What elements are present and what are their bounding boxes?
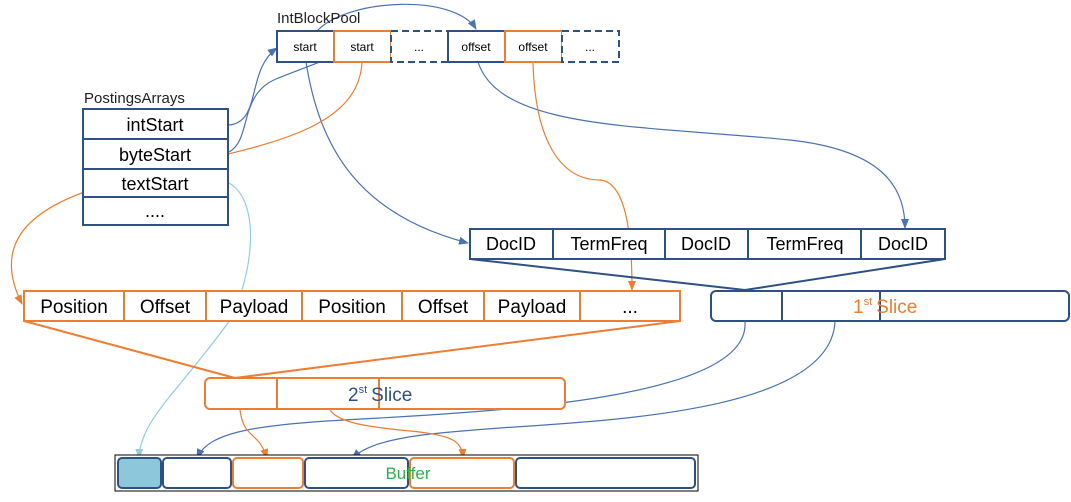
- pos-cell-4-label: Position: [318, 297, 386, 318]
- doc-cell-1-label: DocID: [486, 234, 536, 254]
- slice1-superscript: st: [864, 296, 873, 308]
- postings-row-ellipsis: [82, 196, 229, 226]
- funnel-doc-left: [469, 258, 746, 291]
- postings-row-intstart-label: intStart: [126, 115, 183, 135]
- pool-cell-start-1: [276, 30, 335, 63]
- postingsarrays: intStart byteStart textStart ....: [82, 108, 229, 226]
- funnel-doc-right: [744, 258, 946, 291]
- buffer: Buffer: [114, 454, 699, 492]
- intblockpool-label: IntBlockPool: [277, 10, 360, 27]
- arrow-pool-offset-to-docid: [477, 61, 909, 229]
- pool-cell-offset-1: [447, 30, 506, 63]
- pos-cell-1: [23, 290, 125, 322]
- pos-cell-5: [401, 290, 485, 322]
- pool-cell-ellipsis-2: [561, 30, 620, 63]
- pos-cell-6-label: Payload: [498, 297, 567, 318]
- postings-row-bytestart-label: byteStart: [119, 145, 191, 165]
- doc-cell-4: [747, 228, 862, 260]
- buffer-cell-3: [232, 457, 304, 489]
- doc-cell-2-label: TermFreq: [570, 234, 647, 254]
- pos-cell-2: [123, 290, 207, 322]
- arrow-intstart-to-pool: [228, 47, 278, 126]
- pos-cell-3-label: Payload: [220, 297, 289, 318]
- pos-cell-5-label: Offset: [418, 297, 469, 318]
- pos-cell-3: [205, 290, 303, 322]
- pool-cell-start-2-label: start: [350, 40, 374, 54]
- postings-row-textstart: [82, 168, 229, 198]
- position-row: Position Offset Payload Position Offset …: [23, 290, 681, 322]
- arrow-slice2-to-buffer-a: [239, 409, 269, 459]
- pos-cell-7-label: ...: [622, 297, 638, 318]
- buffer-cell-2: [162, 457, 232, 489]
- postingsarrays-label: PostingsArrays: [84, 90, 185, 107]
- doc-cell-5: [860, 228, 946, 260]
- pool-cell-offset-1-label: offset: [461, 40, 491, 54]
- doc-cell-1: [469, 228, 554, 260]
- pos-cell-1-label: Position: [40, 297, 108, 318]
- postings-row-ellipsis-label: ....: [145, 201, 165, 221]
- doc-cell-3: [664, 228, 749, 260]
- pos-cell-2-label: Offset: [140, 297, 191, 318]
- pool-cell-ellipsis-1-label: ...: [414, 40, 424, 54]
- doc-cell-3-label: DocID: [681, 234, 731, 254]
- pool-cell-start-1-label: start: [293, 40, 317, 54]
- doc-cell-5-label: DocID: [878, 234, 928, 254]
- pool-cell-ellipsis-2-label: ...: [585, 40, 595, 54]
- slice2-number: 2: [348, 385, 359, 406]
- arrow-pool-start-to-docid: [305, 61, 469, 245]
- postings-row-intstart: [82, 108, 229, 140]
- postings-row-textstart-label: textStart: [121, 174, 188, 194]
- intblockpool: start start ... offset offset ...: [276, 30, 620, 63]
- doc-cell-4-label: TermFreq: [766, 234, 843, 254]
- pool-cell-start-2: [333, 30, 392, 63]
- slice2-superscript: st: [359, 384, 368, 396]
- funnel-doc-to-slice1: [469, 258, 946, 291]
- slice2-outer: [204, 377, 566, 410]
- buffer-label: Buffer: [385, 464, 430, 483]
- pool-cell-offset-2: [504, 30, 563, 63]
- arrow-pool-start-to-offset: [317, 3, 477, 31]
- buffer-cell-4: [304, 457, 409, 489]
- buffer-cell-5: [409, 457, 515, 489]
- arrow-slice1-to-buffer-b: [351, 321, 836, 459]
- slice1-outer: [710, 290, 1070, 322]
- funnel-pos-right: [234, 320, 681, 379]
- buffer-cell-6: [515, 457, 696, 489]
- arrow-slice1-to-buffer-a: [196, 321, 746, 459]
- pool-cell-offset-2-label: offset: [518, 40, 548, 54]
- funnel-pos-left: [23, 320, 236, 379]
- docid-row: DocID TermFreq DocID TermFreq DocID: [469, 228, 946, 260]
- slice2-word: Slice: [371, 385, 412, 406]
- pos-cell-7: [579, 290, 681, 322]
- buffer-cell-1: [117, 457, 162, 489]
- slice1-number: 1: [853, 297, 864, 318]
- slice1-word: Slice: [876, 297, 917, 318]
- arrow-slice2-to-buffer-b: [329, 409, 467, 459]
- funnel-position-to-slice2: [23, 320, 681, 379]
